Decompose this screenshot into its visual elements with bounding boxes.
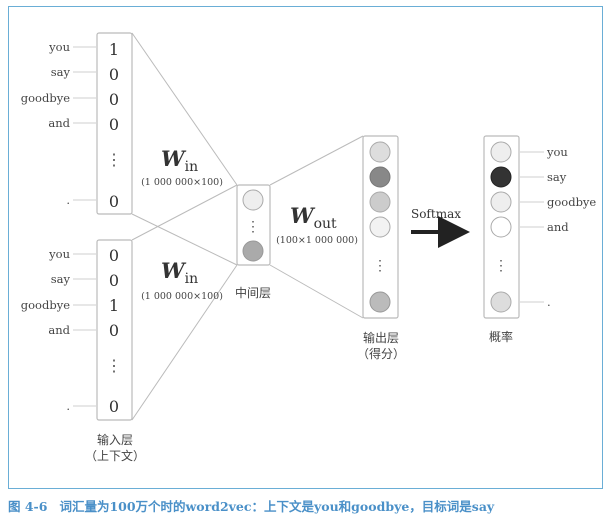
- score-vdots: ⋮: [373, 258, 387, 274]
- output-layer: ⋮: [362, 135, 399, 319]
- input-vector-lower: 0 0 1 0 ⋮ 0: [96, 239, 133, 421]
- hidden-layer-label: 中间层: [235, 285, 271, 300]
- input-value: 0: [109, 397, 119, 416]
- word-label: say: [547, 170, 567, 184]
- word-label: and: [48, 323, 70, 337]
- score-node: [369, 291, 391, 313]
- score-node: [369, 141, 391, 163]
- hidden-vdots: ⋮: [246, 219, 260, 235]
- score-node: [369, 216, 391, 238]
- w-in-lower-label: Win (1 000 000×100): [141, 258, 223, 302]
- word-label: and: [48, 116, 70, 130]
- figure-number: 图 4-6: [8, 499, 48, 514]
- word-label: you: [546, 145, 568, 159]
- softmax-label: Softmax: [411, 207, 461, 221]
- word-label: goodbye: [21, 91, 70, 105]
- hidden-layer: ⋮: [236, 184, 271, 266]
- word-label: .: [547, 295, 551, 309]
- svg-text:Wout: Wout: [290, 203, 337, 232]
- input-value: 0: [109, 271, 119, 290]
- prob-node: [490, 291, 512, 313]
- prob-node: [490, 191, 512, 213]
- word-label: you: [48, 40, 70, 54]
- output-layer-label: 输出层: [363, 330, 399, 345]
- input-value: 0: [109, 90, 119, 109]
- hidden-node: [242, 240, 264, 262]
- input-layer-sublabel: （上下文）: [85, 448, 145, 463]
- input-vdots: ⋮: [106, 356, 122, 375]
- score-node: [369, 166, 391, 188]
- word-label: .: [66, 399, 70, 413]
- input-value: 0: [109, 65, 119, 84]
- svg-text:Win: Win: [161, 258, 198, 287]
- svg-text:Win: Win: [161, 146, 198, 175]
- word-label: goodbye: [21, 298, 70, 312]
- input-value: 1: [109, 40, 119, 59]
- input-vdots: ⋮: [106, 150, 122, 169]
- output-words: you say goodbye and .: [546, 145, 596, 309]
- caption-text: 词汇量为100万个时的word2vec：上下文是you和goodbye，目标词是…: [59, 499, 495, 514]
- output-layer-sublabel: （得分）: [357, 346, 405, 361]
- input-value: 1: [109, 296, 119, 315]
- input-words-lower: you say goodbye and .: [21, 247, 71, 413]
- word-leaders-upper: [73, 46, 96, 201]
- input-layer-label: 输入层: [97, 432, 133, 447]
- word-label: .: [66, 193, 70, 207]
- word-leaders-lower: [73, 253, 96, 407]
- w-out-label: Wout (100×1 000 000): [276, 203, 358, 246]
- input-words-upper: you say goodbye and .: [21, 40, 71, 207]
- figure-caption: 图 4-6 词汇量为100万个时的word2vec：上下文是you和goodbye…: [8, 496, 608, 515]
- svg-text:(100×1 000 000): (100×1 000 000): [276, 235, 358, 246]
- input-vector-upper: 1 0 0 0 ⋮ 0: [96, 32, 133, 215]
- input-value: 0: [109, 192, 119, 211]
- word-label: say: [51, 65, 71, 79]
- prob-node: [490, 216, 512, 238]
- word-label: goodbye: [547, 195, 596, 209]
- hidden-node: [242, 189, 264, 211]
- score-node: [369, 191, 391, 213]
- svg-text:(1 000 000×100): (1 000 000×100): [141, 291, 223, 302]
- input-value: 0: [109, 246, 119, 265]
- word-label: and: [547, 220, 569, 234]
- output-word-leaders: [520, 151, 544, 303]
- probability-layer: ⋮: [483, 135, 520, 319]
- input-value: 0: [109, 321, 119, 340]
- prob-node: [490, 141, 512, 163]
- word-label: you: [48, 247, 70, 261]
- probability-label: 概率: [489, 329, 513, 344]
- figure-frame: [8, 6, 603, 489]
- w-in-upper-label: Win (1 000 000×100): [141, 146, 223, 188]
- prob-vdots: ⋮: [494, 258, 508, 274]
- svg-text:(1 000 000×100): (1 000 000×100): [141, 177, 223, 188]
- connection-lines: [131, 32, 364, 421]
- word-label: say: [51, 272, 71, 286]
- input-value: 0: [109, 115, 119, 134]
- prob-node: [490, 166, 512, 188]
